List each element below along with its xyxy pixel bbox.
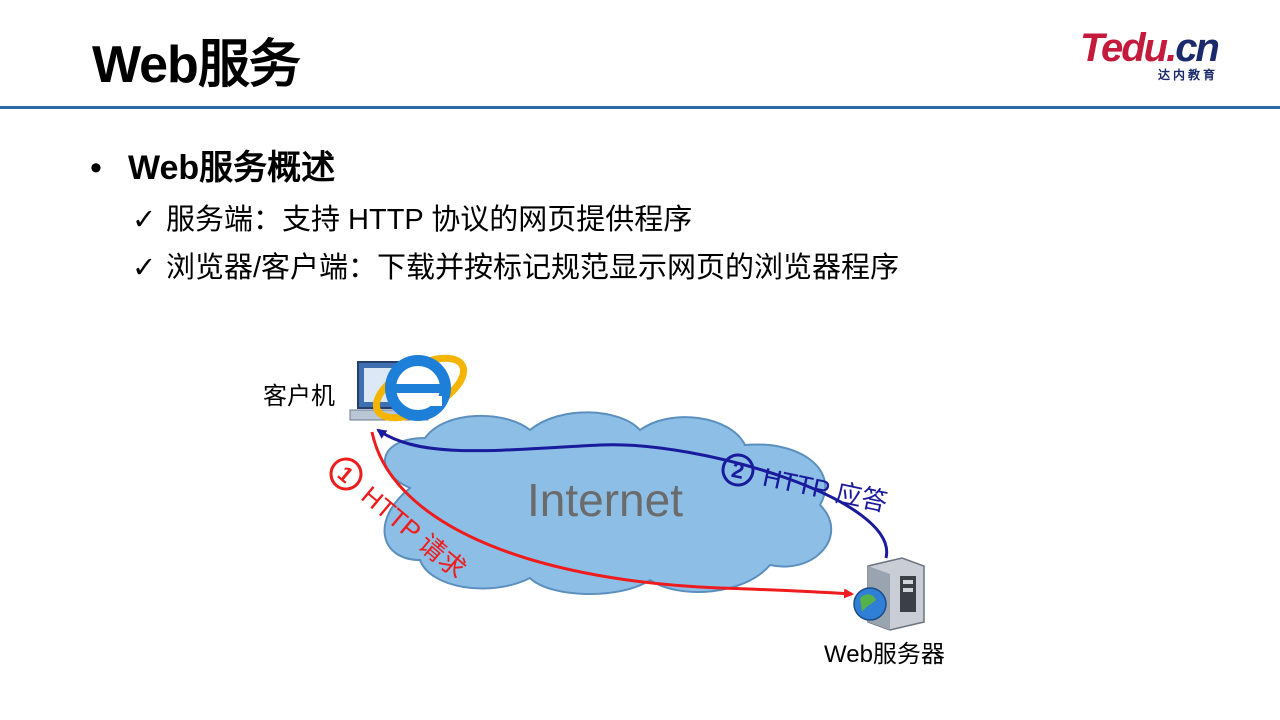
response-number: 2 — [729, 457, 746, 484]
list-item: ✓ 浏览器/客户端：下载并按标记规范显示网页的浏览器程序 — [132, 244, 899, 286]
checkmark-icon: ✓ — [132, 252, 157, 284]
web-server-icon — [853, 557, 925, 631]
response-arrow — [376, 428, 889, 559]
list-item-text: 浏览器/客户端：下载并按标记规范显示网页的浏览器程序 — [166, 252, 900, 284]
request-number: 1 — [333, 461, 358, 488]
logo-subtitle: 达内教育 — [1158, 68, 1219, 82]
server-label: Web服务器 — [824, 641, 945, 668]
number-badge-icon — [329, 457, 363, 491]
request-arrow — [370, 431, 854, 599]
number-badge-icon — [721, 453, 755, 487]
internet-label: Internet — [527, 474, 683, 526]
section-heading-text: Web服务概述 — [128, 149, 336, 187]
section-heading: • Web服务概述 — [90, 140, 335, 189]
client-label: 客户机 — [263, 383, 335, 410]
logo-wordmark: Tedu.cn — [1080, 26, 1220, 70]
checkmark-icon: ✓ — [132, 204, 157, 236]
bullet-icon: • — [90, 149, 102, 187]
page-title: Web服务 — [92, 36, 301, 94]
list-item-text: 服务端：支持 HTTP 协议的网页提供程序 — [166, 204, 693, 236]
list-item: ✓ 服务端：支持 HTTP 协议的网页提供程序 — [132, 196, 692, 238]
title-divider — [0, 106, 1280, 109]
browser-logo-icon — [372, 354, 468, 422]
brand-logo: Tedu.cn 达内教育 — [1080, 28, 1240, 84]
